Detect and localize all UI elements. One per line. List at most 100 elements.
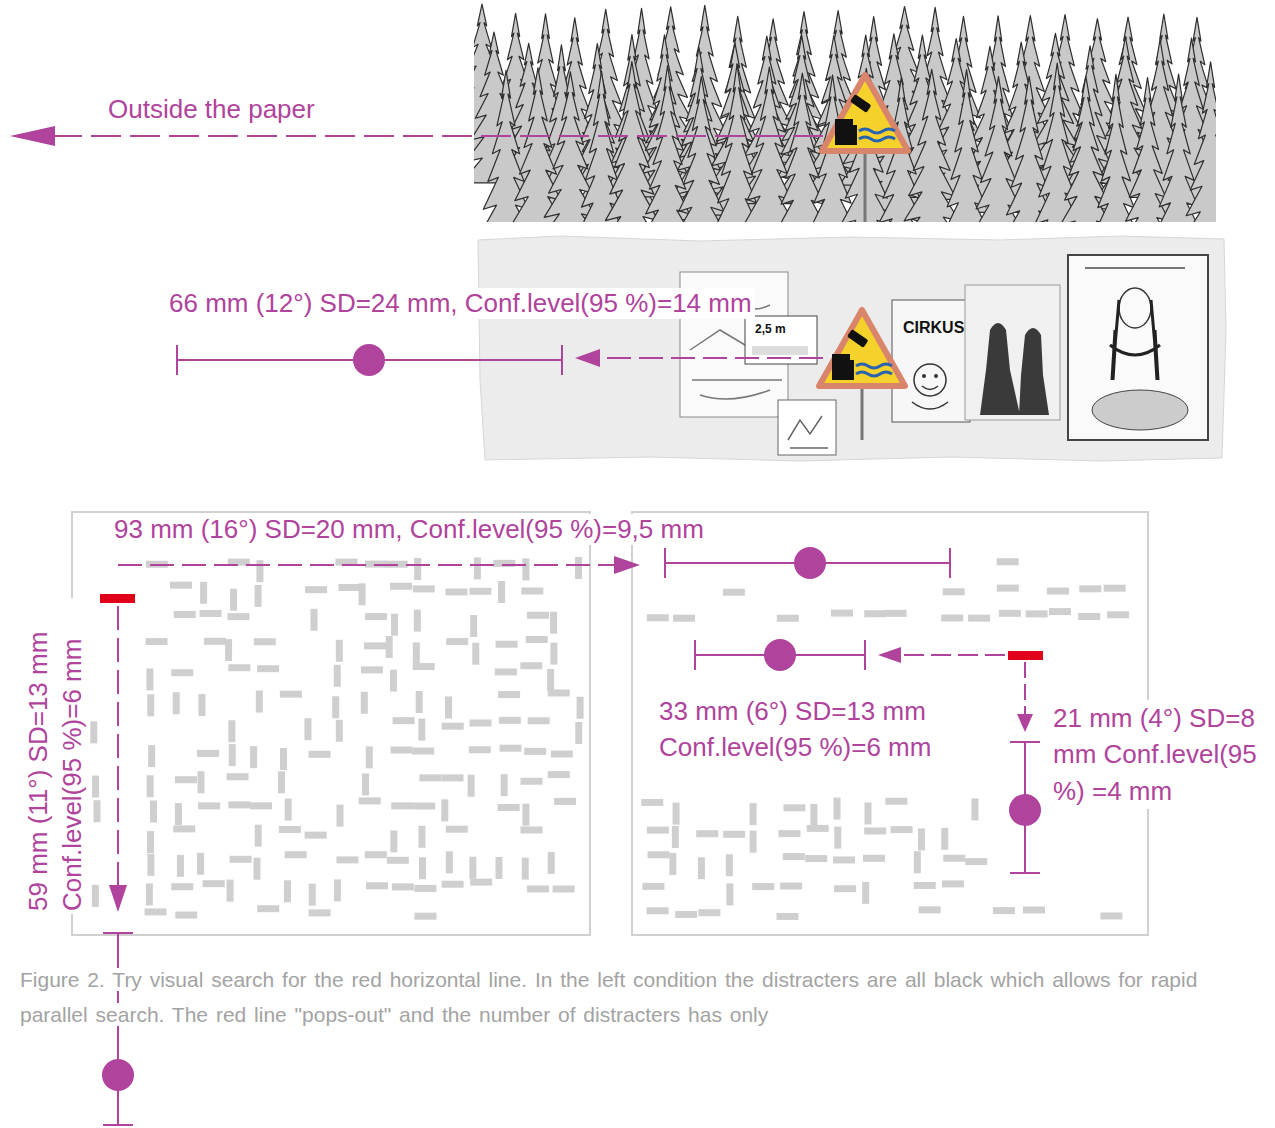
distracter-line	[308, 909, 330, 916]
distracter-line	[1079, 585, 1101, 592]
distracter-line	[1026, 610, 1048, 617]
distracter-line	[726, 883, 733, 905]
distracter-line	[391, 746, 413, 753]
distracter-line	[147, 694, 154, 716]
distracter-line	[1078, 613, 1100, 620]
measurement-label: 66 mm (12°) SD=24 mm, Conf.level(95 %)=1…	[166, 288, 755, 319]
distracter-line	[698, 909, 720, 916]
distracter-line	[336, 856, 358, 863]
distracter-line	[469, 857, 476, 879]
error-bar-tick	[103, 1124, 133, 1126]
distracter-line	[204, 638, 226, 645]
poster	[745, 316, 817, 364]
distracter-line	[469, 588, 491, 595]
distracter-line	[669, 853, 676, 875]
distracter-line	[997, 585, 1019, 592]
mean-dot	[764, 639, 796, 671]
poster-text: 2,5 m	[755, 322, 786, 336]
error-bar-tick	[176, 345, 178, 375]
distracter-line	[834, 885, 856, 892]
distracter-line	[723, 589, 745, 596]
distracter-line	[414, 610, 421, 632]
distracter-line	[521, 587, 543, 594]
arrowhead	[575, 349, 600, 367]
distracter-line	[336, 640, 343, 662]
error-bar-tick	[864, 640, 866, 670]
distracter-line	[146, 883, 153, 905]
distracter-line	[309, 884, 316, 906]
distracter-line	[228, 801, 250, 808]
distracter-line	[225, 639, 232, 661]
distracter-line	[227, 773, 249, 780]
distracter-line	[200, 610, 222, 617]
distracter-line	[696, 830, 718, 837]
distracter-line	[864, 827, 886, 834]
pointer-label: Outside the paper	[108, 94, 315, 125]
red-target-line	[1008, 651, 1043, 660]
distracter-line	[499, 717, 521, 724]
distracter-line	[285, 851, 307, 858]
distracter-line	[391, 614, 398, 636]
distracter-line	[92, 776, 99, 798]
distracter-line	[675, 911, 697, 918]
distracter-line	[496, 857, 503, 879]
distracter-line	[548, 689, 570, 696]
distracter-line	[148, 745, 155, 767]
distracter-line	[197, 771, 204, 793]
dashed-arrow	[1024, 662, 1026, 715]
dashed-arrow	[598, 357, 823, 359]
distracter-line	[965, 858, 987, 865]
distracter-line	[550, 643, 557, 665]
distracter-line	[941, 615, 963, 622]
distracter-line	[256, 560, 263, 582]
distracter-line	[474, 557, 481, 579]
distracter-line	[863, 855, 885, 862]
distracter-line	[419, 857, 426, 879]
distracter-line	[256, 691, 263, 713]
distracter-line	[334, 879, 341, 901]
distracter-line	[441, 799, 448, 821]
distracter-line	[941, 828, 948, 850]
distracter-line	[862, 882, 869, 904]
distracter-line	[173, 825, 195, 832]
mean-dot	[102, 1059, 134, 1091]
distracter-line	[418, 719, 425, 741]
poster	[965, 285, 1060, 420]
distracter-line	[250, 746, 257, 768]
distracter-line	[230, 856, 252, 863]
distracter-line	[390, 583, 412, 590]
distracter-line	[198, 694, 205, 716]
distracter-line	[150, 801, 157, 823]
distracter-line	[780, 882, 802, 889]
distracter-line	[197, 750, 219, 757]
distracter-line	[413, 585, 435, 592]
error-bar-tick	[1010, 741, 1040, 743]
distracter-line	[257, 905, 279, 912]
distracter-field	[90, 557, 583, 920]
distracter-line	[524, 748, 546, 755]
distracter-line	[522, 558, 529, 580]
arrowhead	[878, 647, 901, 663]
distracter-line	[390, 830, 397, 852]
distracter-line	[834, 827, 841, 849]
distracter-line	[520, 826, 542, 833]
mean-dot	[794, 547, 826, 579]
distracter-line	[470, 615, 477, 637]
distracter-line	[174, 611, 196, 618]
distracter-line	[672, 826, 679, 848]
error-bar	[117, 933, 119, 1125]
distracter-line	[1047, 588, 1069, 595]
distracter-line	[362, 773, 369, 795]
dashed-arrow	[52, 135, 823, 137]
distracter-line	[170, 582, 192, 589]
distracter-line	[227, 880, 234, 902]
poster	[1068, 255, 1208, 440]
distracter-line	[752, 883, 774, 890]
tree-shape	[710, 64, 765, 222]
distracter-line	[175, 776, 197, 783]
error-bar-tick	[561, 345, 563, 375]
distracter-line	[364, 642, 386, 649]
distracter-line	[783, 853, 805, 860]
distracter-line	[146, 638, 168, 645]
distracter-line	[359, 583, 366, 605]
